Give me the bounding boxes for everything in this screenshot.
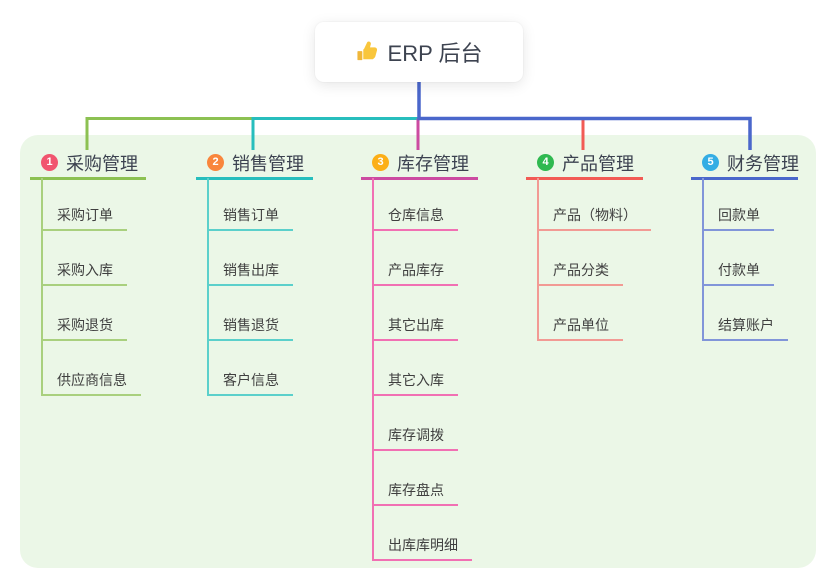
branch-number-badge: 2 [207, 154, 224, 171]
branch-node[interactable]: 3 库存管理 [361, 148, 478, 180]
branch-title: 采购管理 [66, 153, 138, 174]
child-node[interactable]: 产品分类 [537, 260, 623, 286]
branch-child-rail [537, 178, 539, 341]
branch-node[interactable]: 2 销售管理 [196, 148, 313, 180]
child-node[interactable]: 库存盘点 [372, 480, 458, 506]
child-node-label: 销售出库 [223, 262, 279, 278]
child-node[interactable]: 供应商信息 [41, 370, 141, 396]
child-node-label: 产品库存 [388, 262, 444, 278]
child-node-label: 产品分类 [553, 262, 609, 278]
child-node[interactable]: 结算账户 [702, 315, 788, 341]
branch-number-badge: 1 [41, 154, 58, 171]
child-node-label: 付款单 [718, 262, 760, 278]
branch-title: 产品管理 [562, 153, 634, 174]
child-node-label: 出库库明细 [388, 537, 458, 553]
child-node[interactable]: 库存调拨 [372, 425, 458, 451]
child-node[interactable]: 回款单 [702, 205, 774, 231]
child-node-label: 其它出库 [388, 317, 444, 333]
child-node-label: 库存调拨 [388, 427, 444, 443]
child-node-label: 供应商信息 [57, 372, 127, 388]
child-node-label: 其它入库 [388, 372, 444, 388]
child-node-label: 客户信息 [223, 372, 279, 388]
branch-title: 财务管理 [727, 153, 799, 174]
child-node[interactable]: 付款单 [702, 260, 774, 286]
child-node[interactable]: 销售订单 [207, 205, 293, 231]
child-node-label: 销售退货 [223, 317, 279, 333]
child-node[interactable]: 其它入库 [372, 370, 458, 396]
branch-child-rail [207, 178, 209, 396]
child-node[interactable]: 采购退货 [41, 315, 127, 341]
child-node-label: 产品单位 [553, 317, 609, 333]
child-node[interactable]: 销售出库 [207, 260, 293, 286]
child-node[interactable]: 客户信息 [207, 370, 293, 396]
child-node[interactable]: 出库库明细 [372, 535, 472, 561]
child-node-label: 库存盘点 [388, 482, 444, 498]
child-node-label: 结算账户 [718, 317, 774, 333]
root-title: ERP 后台 [387, 41, 483, 66]
branch-number-badge: 5 [702, 154, 719, 171]
child-node-label: 采购退货 [57, 317, 113, 333]
child-node[interactable]: 产品单位 [537, 315, 623, 341]
branch-title: 库存管理 [397, 153, 469, 174]
branch-child-rail [372, 178, 374, 561]
branch-node[interactable]: 4 产品管理 [526, 148, 643, 180]
root-node[interactable]: ERP 后台 [315, 22, 523, 82]
branches-panel [20, 135, 816, 568]
branch-number-badge: 3 [372, 154, 389, 171]
branch-node[interactable]: 1 采购管理 [30, 148, 146, 180]
child-node-label: 采购入库 [57, 262, 113, 278]
child-node-label: 采购订单 [57, 207, 113, 223]
child-node[interactable]: 采购订单 [41, 205, 127, 231]
child-node[interactable]: 采购入库 [41, 260, 127, 286]
child-node-label: 回款单 [718, 207, 760, 223]
branch-number-badge: 4 [537, 154, 554, 171]
thumbs-up-icon [356, 40, 377, 60]
child-node-label: 产品（物料） [553, 207, 637, 223]
child-node-label: 销售订单 [223, 207, 279, 223]
branch-title: 销售管理 [232, 153, 304, 174]
branch-child-rail [702, 178, 704, 341]
branch-node[interactable]: 5 财务管理 [691, 148, 799, 180]
branch-child-rail [41, 178, 43, 396]
child-node[interactable]: 仓库信息 [372, 205, 458, 231]
child-node[interactable]: 产品（物料） [537, 205, 651, 231]
child-node[interactable]: 产品库存 [372, 260, 458, 286]
child-node[interactable]: 销售退货 [207, 315, 293, 341]
child-node[interactable]: 其它出库 [372, 315, 458, 341]
child-node-label: 仓库信息 [388, 207, 444, 223]
